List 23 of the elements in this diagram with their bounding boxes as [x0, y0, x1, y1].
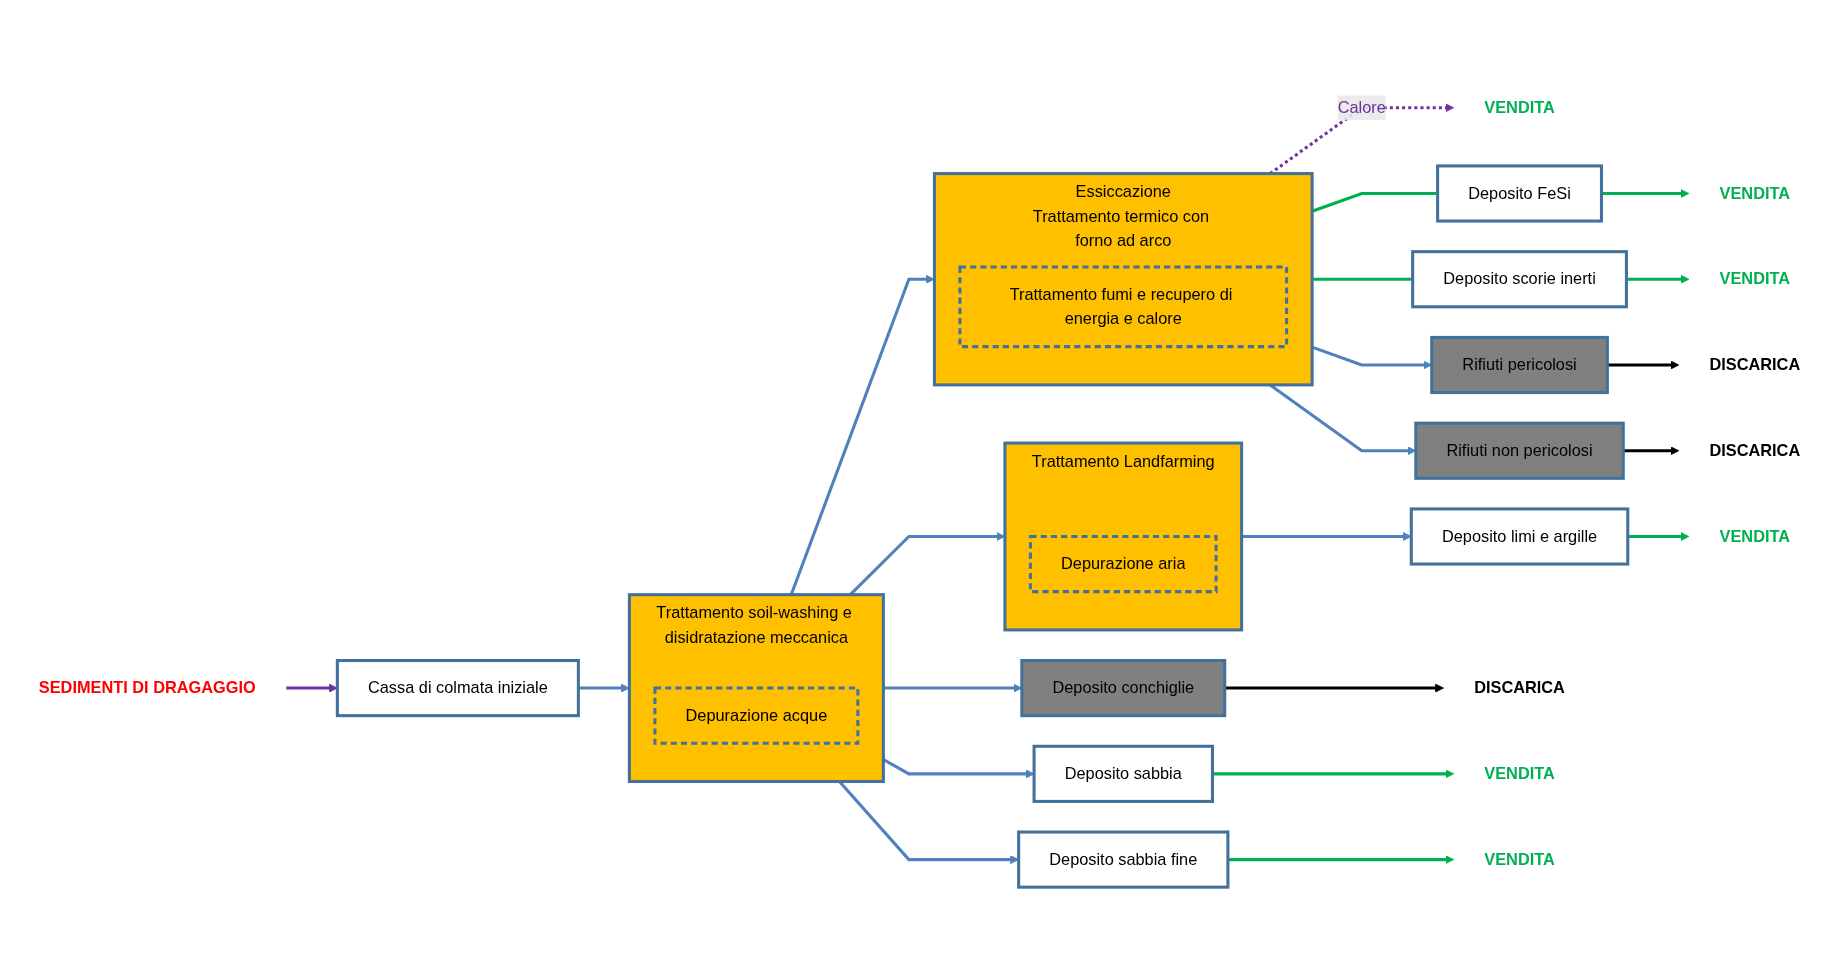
node-box: Trattamento fumi e recupero di energia e calore	[958, 265, 1289, 349]
node-box: Rifiuti non pericolosi	[1414, 422, 1625, 481]
node-box: Depurazione acque	[653, 686, 860, 746]
node-box: Deposito sabbia	[1032, 745, 1214, 804]
node-text: DISCARICA	[1709, 441, 1801, 460]
node-text: VENDITA	[1484, 850, 1555, 869]
edge-label: Calore	[1337, 98, 1386, 117]
node-text: VENDITA	[1719, 527, 1791, 545]
node-box: Cassa di colmata iniziale	[335, 659, 580, 718]
node-box: Deposito sabbia fine	[1017, 830, 1230, 889]
node-text: VENDITA	[1484, 764, 1555, 783]
node-text: VENDITA	[1484, 98, 1555, 117]
node-text: VENDITA	[1719, 184, 1791, 202]
node-text: SEDIMENTI DI DRAGAGGIO	[38, 679, 256, 697]
node-text: VENDITA	[1719, 270, 1791, 288]
node-box: Depurazione aria	[1028, 535, 1218, 594]
node-box: Deposito scorie inerti	[1411, 250, 1628, 309]
node-box: Deposito conchiglie	[1020, 659, 1227, 718]
node-text: DISCARICA	[1474, 679, 1565, 697]
node-box: Deposito FeSi	[1436, 164, 1603, 223]
node-box: Rifiuti pericolosi	[1430, 336, 1609, 395]
node-box: Deposito limi e argille	[1409, 507, 1630, 566]
node-text: DISCARICA	[1709, 356, 1801, 374]
